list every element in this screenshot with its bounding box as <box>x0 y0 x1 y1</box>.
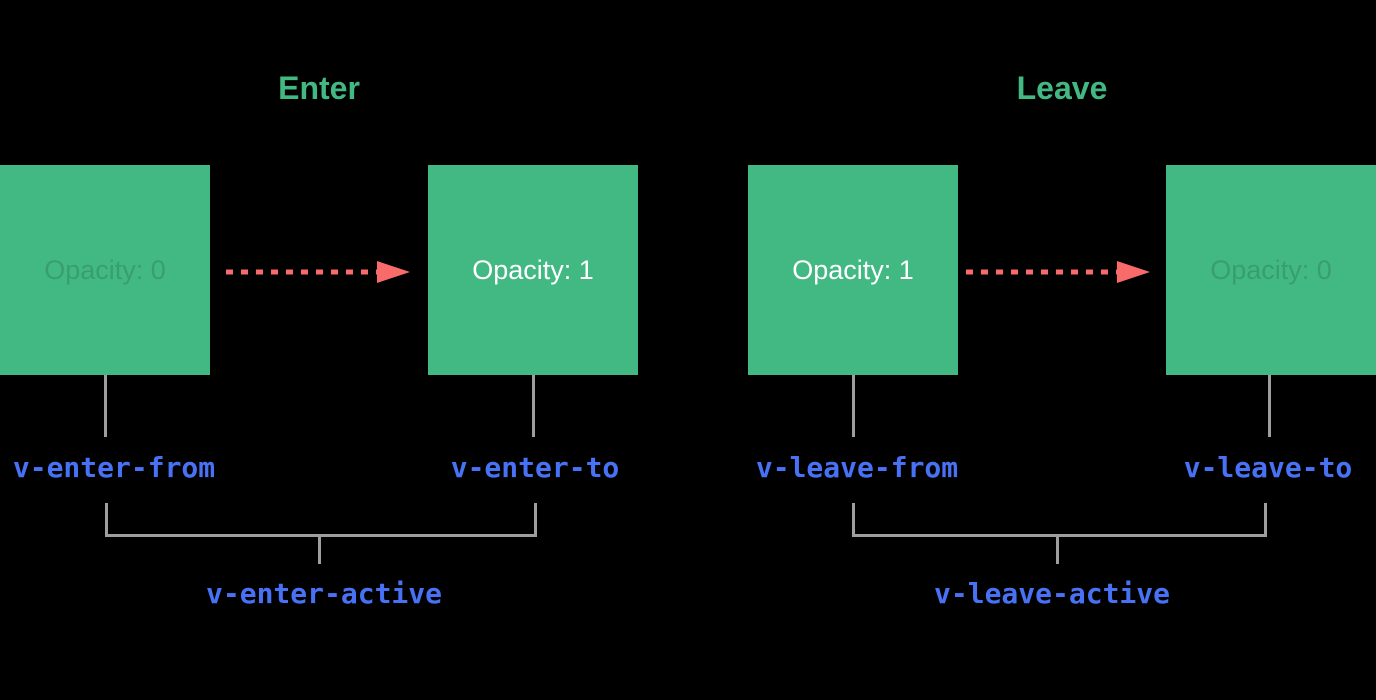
enter-to-box-label: Opacity: 1 <box>472 254 594 285</box>
leave-from-connector-line <box>852 375 855 437</box>
leave-active-stem-line <box>1056 537 1059 564</box>
enter-active-class-label: v-enter-active <box>205 577 443 610</box>
enter-dashed-arrow-icon <box>226 261 410 283</box>
leave-from-box-label: Opacity: 1 <box>792 254 914 285</box>
enter-from-class-label: v-enter-from <box>12 451 216 484</box>
enter-active-bracket <box>105 503 537 537</box>
leave-to-class-label: v-leave-to <box>1183 451 1353 484</box>
leave-from-class-label: v-leave-from <box>755 451 959 484</box>
leave-to-box-label: Opacity: 0 <box>1210 254 1332 285</box>
leave-to-box: Opacity: 0 <box>1166 165 1376 375</box>
leave-dashed-arrow-icon <box>966 261 1150 283</box>
enter-active-stem-line <box>318 537 321 564</box>
leave-active-class-label: v-leave-active <box>933 577 1171 610</box>
enter-to-box: Opacity: 1 <box>428 165 638 375</box>
enter-to-connector-line <box>532 375 535 437</box>
enter-to-class-label: v-enter-to <box>450 451 620 484</box>
leave-to-connector-line <box>1268 375 1271 437</box>
enter-section-title: Enter <box>278 70 360 106</box>
leave-section-title: Leave <box>1016 70 1108 106</box>
leave-from-box: Opacity: 1 <box>748 165 958 375</box>
enter-from-box: Opacity: 0 <box>0 165 210 375</box>
leave-active-bracket <box>852 503 1267 537</box>
enter-from-connector-line <box>104 375 107 437</box>
enter-from-box-label: Opacity: 0 <box>44 254 166 285</box>
